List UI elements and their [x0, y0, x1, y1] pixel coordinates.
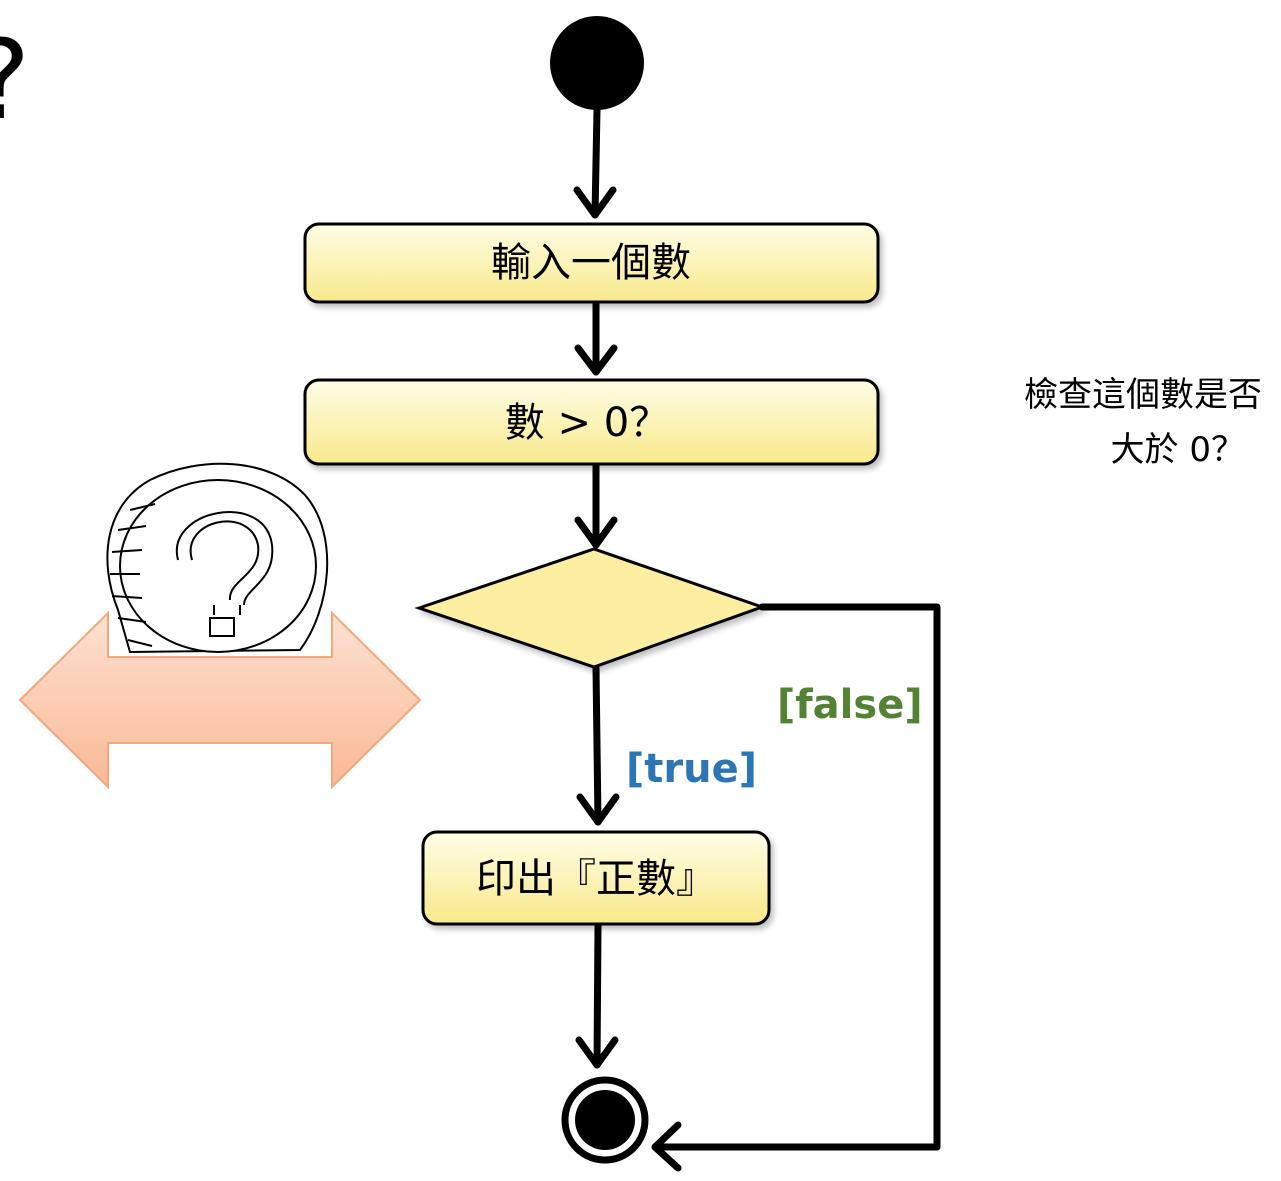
- question-sketch-icon: [106, 462, 329, 654]
- action-print: 印出『正數』: [421, 830, 771, 926]
- arrowhead-final-false: [651, 1121, 682, 1172]
- final-node: [561, 1076, 649, 1164]
- note-line-2: 大於 0？: [1111, 430, 1245, 470]
- decision-node: [414, 547, 767, 669]
- double-arrow-icon: [18, 610, 422, 790]
- edge-decision-to-print: [592, 664, 602, 826]
- action-check: 數 > 0？: [303, 378, 880, 466]
- arrowhead-decision: [574, 516, 618, 549]
- arrowhead-check: [574, 344, 618, 376]
- edge-decision-false-to-final: [651, 603, 941, 1151]
- flow-edges: [591, 106, 941, 1151]
- action-check-label: 數 > 0？: [505, 400, 669, 446]
- arrowheads: [573, 186, 682, 1172]
- arrowhead-input: [573, 186, 617, 219]
- action-input: 輸入一個數: [303, 222, 880, 304]
- note-line-1: 檢查這個數是否: [1024, 375, 1262, 415]
- edge-initial-to-input: [591, 106, 601, 219]
- corner-question-glyph: ?: [0, 16, 30, 144]
- guard-true-label: [true]: [626, 746, 757, 792]
- initial-node: [550, 16, 644, 110]
- action-print-label: 印出『正數』: [476, 856, 716, 902]
- arrowhead-final: [575, 1036, 619, 1069]
- guard-false-label: [false]: [777, 682, 923, 728]
- action-input-label: 輸入一個數: [491, 240, 691, 286]
- arrowhead-print: [576, 793, 620, 826]
- edge-print-to-final: [593, 921, 602, 1069]
